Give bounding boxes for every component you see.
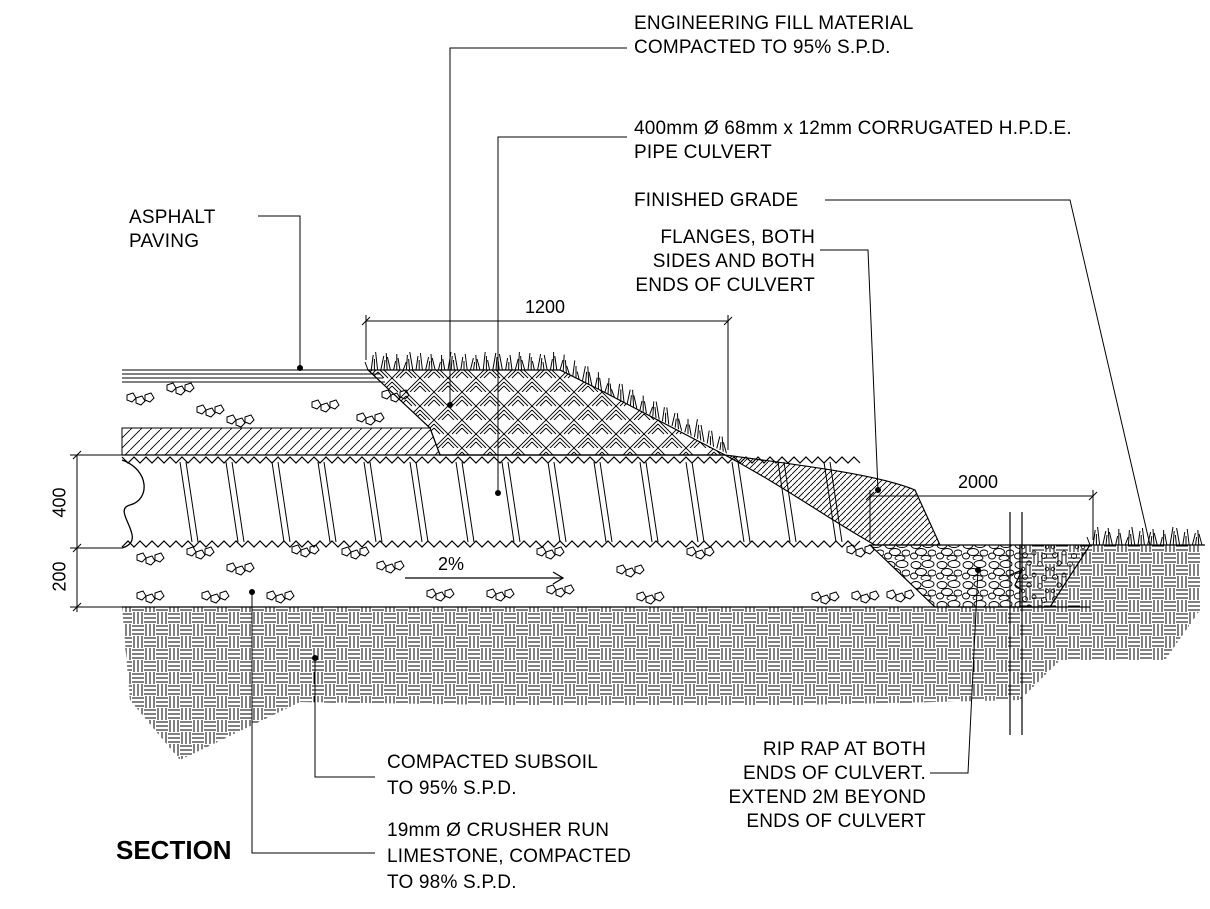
leader-dots bbox=[249, 365, 981, 661]
label-riprap-line-2: ENDS OF CULVERT. bbox=[742, 763, 926, 784]
label-asphalt: ASPHALT PAVING bbox=[129, 206, 216, 254]
label-flanges-line-1: FLANGES, BOTH bbox=[660, 227, 815, 248]
label-asphalt-line-2: PAVING bbox=[129, 231, 200, 252]
hatch-band bbox=[121, 427, 441, 456]
label-subsoil: COMPACTED SUBSOIL TO 95% S.P.D. bbox=[387, 750, 598, 802]
grade-grass bbox=[1086, 526, 1203, 546]
label-fill-line-1: ENGINEERING FILL MATERIAL bbox=[634, 13, 914, 34]
dim-pipe-height: 400 bbox=[49, 487, 70, 518]
slope-arrow bbox=[405, 571, 565, 585]
dim-bedding-depth: 200 bbox=[49, 561, 70, 592]
fill-grass bbox=[364, 351, 727, 454]
label-subsoil-line-1: COMPACTED SUBSOIL bbox=[387, 752, 599, 773]
section-title: SECTION bbox=[116, 835, 232, 865]
break-line bbox=[1009, 512, 1024, 735]
label-flanges: FLANGES, BOTH SIDES AND BOTH ENDS OF CUL… bbox=[600, 226, 815, 298]
label-pipe: 400mm Ø 68mm x 12mm CORRUGATED H.P.D.E. … bbox=[634, 117, 1072, 165]
label-pipe-line-2: PIPE CULVERT bbox=[634, 142, 772, 163]
pipe-culvert bbox=[121, 456, 861, 549]
leader-lines bbox=[251, 47, 1151, 854]
dimension-lines bbox=[70, 315, 1098, 612]
label-flanges-line-2: SIDES AND BOTH bbox=[652, 251, 815, 272]
base-gravel-stones bbox=[126, 382, 410, 428]
label-riprap: RIP RAP AT BOTH ENDS OF CULVERT. EXTEND … bbox=[700, 738, 926, 834]
label-asphalt-line-1: ASPHALT bbox=[129, 207, 216, 228]
asphalt-layers bbox=[122, 369, 385, 383]
label-subsoil-line-2: TO 95% S.P.D. bbox=[387, 778, 517, 799]
dim-fill-width: 1200 bbox=[525, 297, 566, 317]
label-limestone-line-1: 19mm Ø CRUSHER RUN bbox=[387, 820, 610, 841]
compacted-subsoil bbox=[122, 545, 1200, 760]
label-grade: FINISHED GRADE bbox=[634, 189, 798, 213]
label-fill-line-2: COMPACTED TO 95% S.P.D. bbox=[634, 37, 891, 58]
label-riprap-line-3: EXTEND 2M BEYOND bbox=[728, 787, 926, 808]
label-limestone-line-3: TO 98% S.P.D. bbox=[387, 872, 517, 893]
bedding-stones bbox=[136, 544, 915, 605]
label-pipe-line-1: 400mm Ø 68mm x 12mm CORRUGATED H.P.D.E. bbox=[634, 118, 1072, 139]
flange-endwall bbox=[724, 454, 941, 546]
label-riprap-line-4: ENDS OF CULVERT bbox=[746, 811, 926, 832]
rip-rap bbox=[868, 544, 1021, 608]
label-fill: ENGINEERING FILL MATERIAL COMPACTED TO 9… bbox=[634, 12, 914, 60]
dim-slope: 2% bbox=[438, 554, 465, 574]
label-limestone: 19mm Ø CRUSHER RUN LIMESTONE, COMPACTED … bbox=[387, 818, 631, 896]
label-riprap-line-1: RIP RAP AT BOTH bbox=[762, 739, 926, 760]
dim-riprap-width: 2000 bbox=[958, 472, 999, 492]
label-grade-line-1: FINISHED GRADE bbox=[634, 190, 799, 211]
label-flanges-line-3: ENDS OF CULVERT bbox=[635, 275, 815, 296]
label-limestone-line-2: LIMESTONE, COMPACTED bbox=[387, 846, 631, 867]
